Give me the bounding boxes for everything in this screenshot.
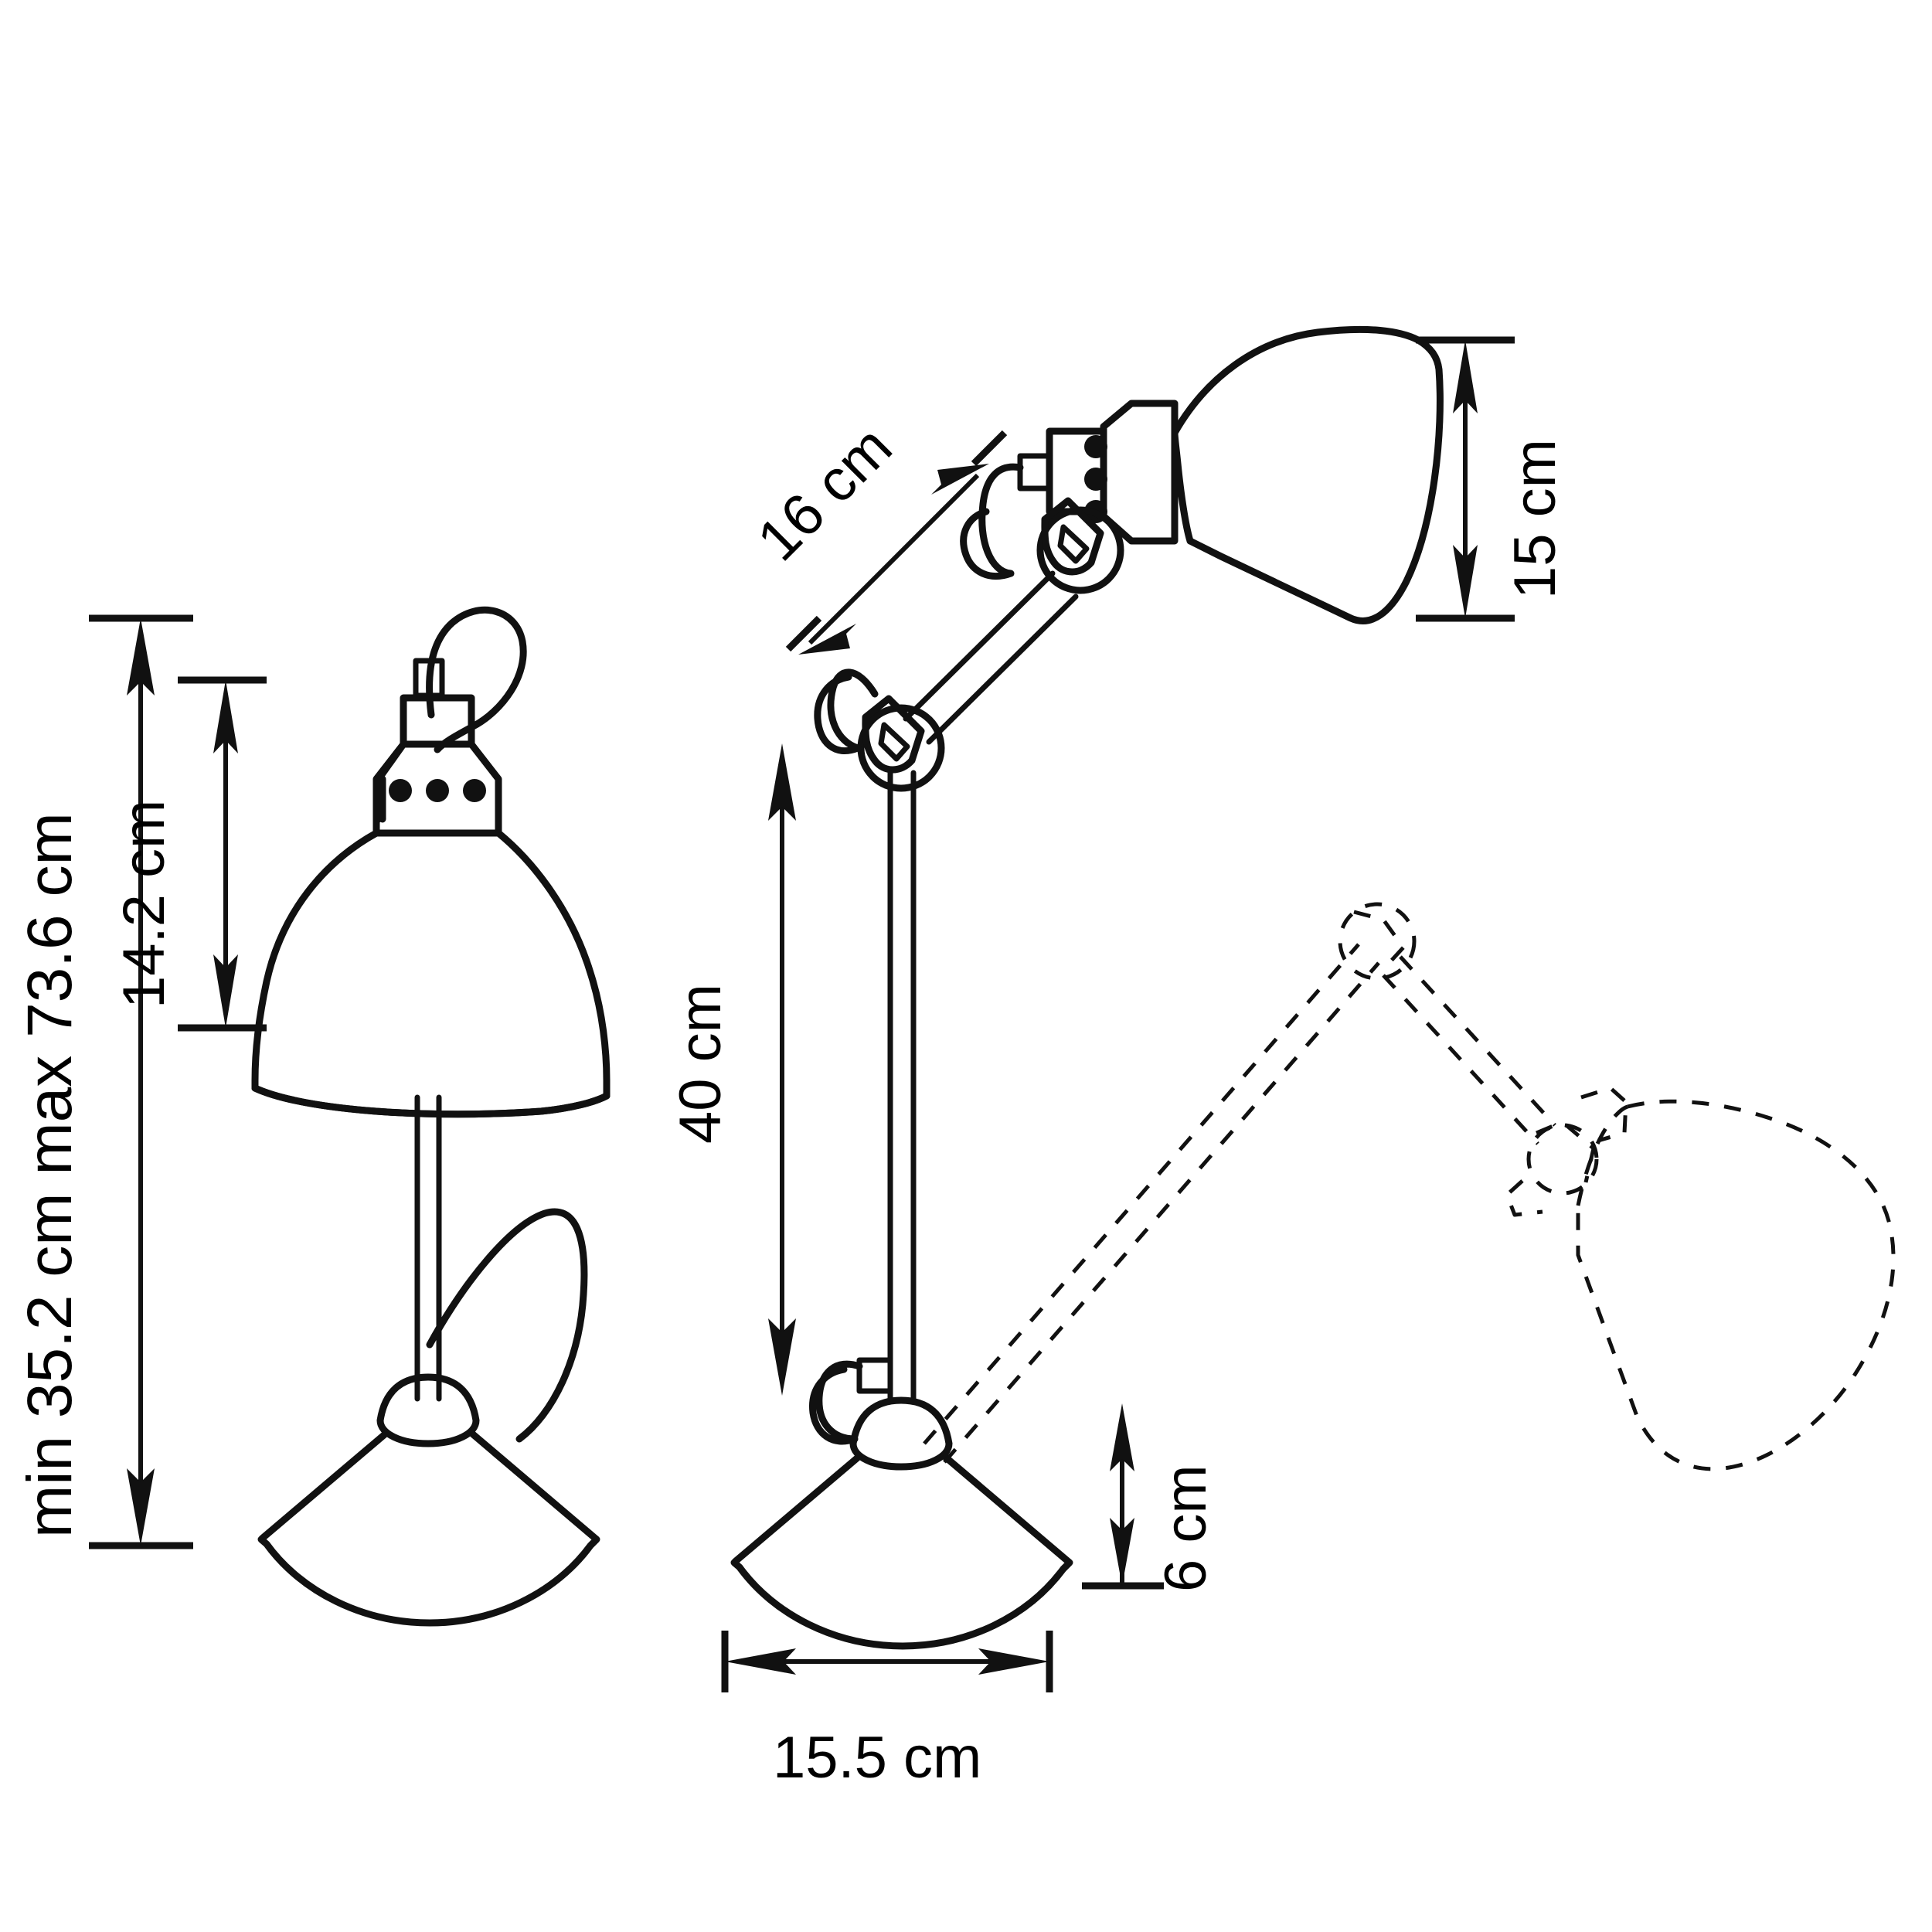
arrow-down-icon	[213, 954, 238, 1028]
upper-arm-label: 16 cm	[745, 414, 904, 573]
ghost-head-knob	[1536, 1120, 1596, 1183]
dimension-head-height: 15 cm	[1416, 336, 1568, 622]
lamp-ghost-extended-view	[923, 902, 1896, 1471]
arrow-down-icon	[768, 1318, 796, 1396]
dimension-base-width: 15.5 cm	[721, 1631, 1053, 1791]
head-pivot-joint	[1036, 506, 1124, 594]
vent-dot	[463, 779, 486, 802]
elbow-lock-knob	[862, 695, 925, 774]
elbow-knob-inner	[878, 722, 910, 762]
base-cable-loop	[809, 1360, 863, 1445]
dimension-shade-height: 14.2 cm	[111, 676, 267, 1032]
shade-height-label: 14.2 cm	[111, 800, 177, 1009]
dimension-total-height: min 35.2 cm max 73.6 cm	[15, 614, 193, 1549]
arrow-down-icon	[1110, 1518, 1134, 1586]
ghost-lamp-shade	[1576, 1099, 1896, 1471]
head-cable-nub	[1017, 453, 1053, 492]
base-cable-nub	[856, 1357, 893, 1394]
base-hub	[849, 1396, 953, 1471]
arrow-right-icon	[978, 1648, 1049, 1675]
arrow-up-icon	[213, 680, 238, 753]
arrow-down-icon	[1453, 545, 1478, 618]
lamp-side-view	[730, 325, 1444, 1650]
ghost-elbow-knob	[1353, 910, 1406, 969]
ghost-upper-arm-edge-b	[1382, 974, 1539, 1145]
dimension-base-height: 6 cm	[1082, 1403, 1219, 1592]
head-cable-loop	[960, 463, 1024, 580]
head-knob-inner	[1057, 524, 1090, 564]
diamond-base	[257, 1430, 600, 1627]
ghost-lower-arm-edge-a	[923, 943, 1360, 1445]
head-height-label: 15 cm	[1502, 439, 1568, 599]
arrow-up-icon	[1453, 340, 1478, 413]
dimension-lower-arm: 40 cm	[668, 743, 796, 1396]
lower-arm-label: 40 cm	[668, 984, 733, 1144]
ghost-lower-arm-edge-b	[943, 961, 1380, 1464]
ghost-elbow-joint	[1338, 902, 1417, 981]
arrow-left-icon	[725, 1648, 796, 1675]
shade-rim	[251, 1084, 611, 1118]
socket-collar	[400, 694, 475, 748]
lamp-head-shade	[1171, 325, 1444, 624]
tick-lower	[785, 615, 822, 652]
dimension-line	[808, 473, 980, 645]
tick-upper	[971, 430, 1008, 467]
base-height-label: 6 cm	[1153, 1464, 1219, 1592]
head-lock-knob	[1041, 497, 1104, 576]
base-width-label: 15.5 cm	[773, 1725, 981, 1791]
diamond-base	[730, 1454, 1073, 1650]
total-height-label: min 35.2 cm max 73.6 cm	[15, 812, 85, 1538]
elbow-cable-loop	[814, 668, 879, 755]
arrow-down-icon	[127, 1468, 155, 1546]
arrow-up-icon	[1110, 1403, 1134, 1471]
ghost-head-cable	[1505, 1179, 1543, 1217]
head-socket-body	[1100, 400, 1179, 545]
lamp-shade	[251, 829, 611, 1118]
upper-arm-edge-a	[903, 570, 1056, 722]
upper-arm-edge-b	[926, 594, 1079, 745]
elbow-pivot-joint	[857, 704, 945, 792]
lamp-front-view	[251, 607, 611, 1627]
vent-dot	[426, 779, 449, 802]
cable-loop-lower	[426, 1208, 588, 1443]
arrow-up-icon	[127, 618, 155, 696]
vent-dot	[389, 779, 412, 802]
ghost-lamp-shade-back	[1576, 1104, 1628, 1206]
arrow-down-icon	[798, 624, 856, 655]
arrow-up-icon	[931, 464, 989, 495]
arrow-up-icon	[768, 743, 796, 821]
base-hub	[376, 1373, 480, 1447]
ghost-head-joint	[1526, 1123, 1599, 1196]
ghost-upper-arm-edge-a	[1399, 955, 1556, 1127]
